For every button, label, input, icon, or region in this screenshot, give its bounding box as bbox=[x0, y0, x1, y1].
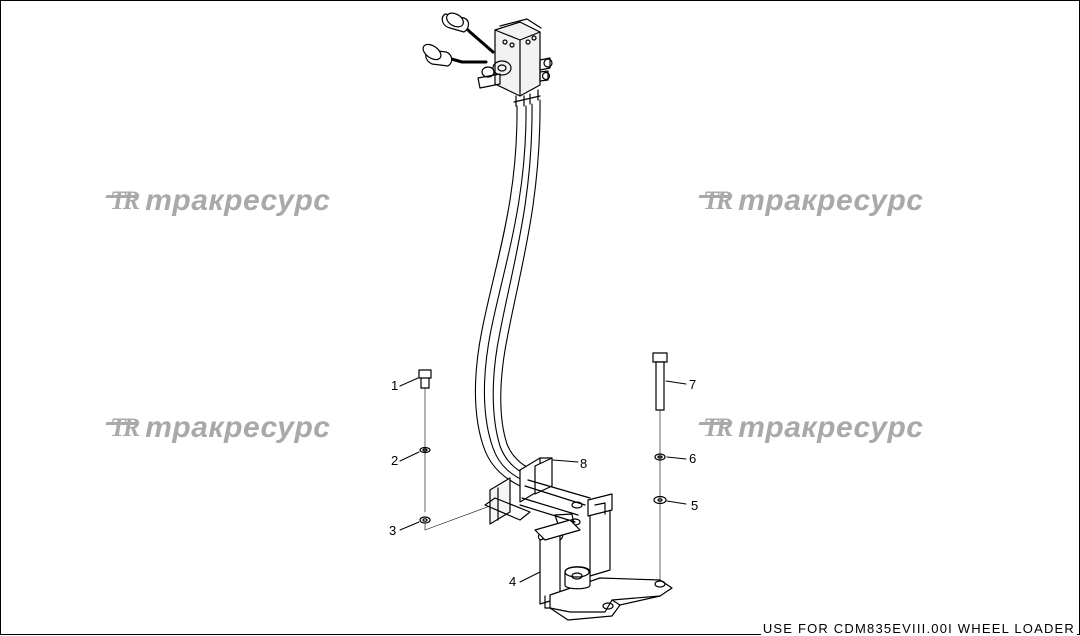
callout-6: 6 bbox=[689, 451, 697, 466]
callout-leaders bbox=[399, 377, 687, 583]
callout-1: 1 bbox=[391, 378, 399, 393]
base-frame-part-4 bbox=[534, 493, 673, 621]
right-fastener-stack bbox=[652, 352, 668, 581]
control-valve-assembly bbox=[422, 12, 553, 107]
control-cables bbox=[474, 99, 541, 487]
callout-3: 3 bbox=[389, 523, 397, 538]
callout-8: 8 bbox=[580, 456, 588, 471]
callout-4: 4 bbox=[509, 574, 517, 589]
model-footer-label: USE FOR CDM835EVIII.00I WHEEL LOADER bbox=[760, 621, 1077, 636]
callout-2: 2 bbox=[391, 453, 399, 468]
left-fastener-stack bbox=[418, 369, 491, 531]
linkage-rods bbox=[519, 479, 591, 531]
callout-7: 7 bbox=[689, 377, 697, 392]
callout-5: 5 bbox=[691, 498, 699, 513]
